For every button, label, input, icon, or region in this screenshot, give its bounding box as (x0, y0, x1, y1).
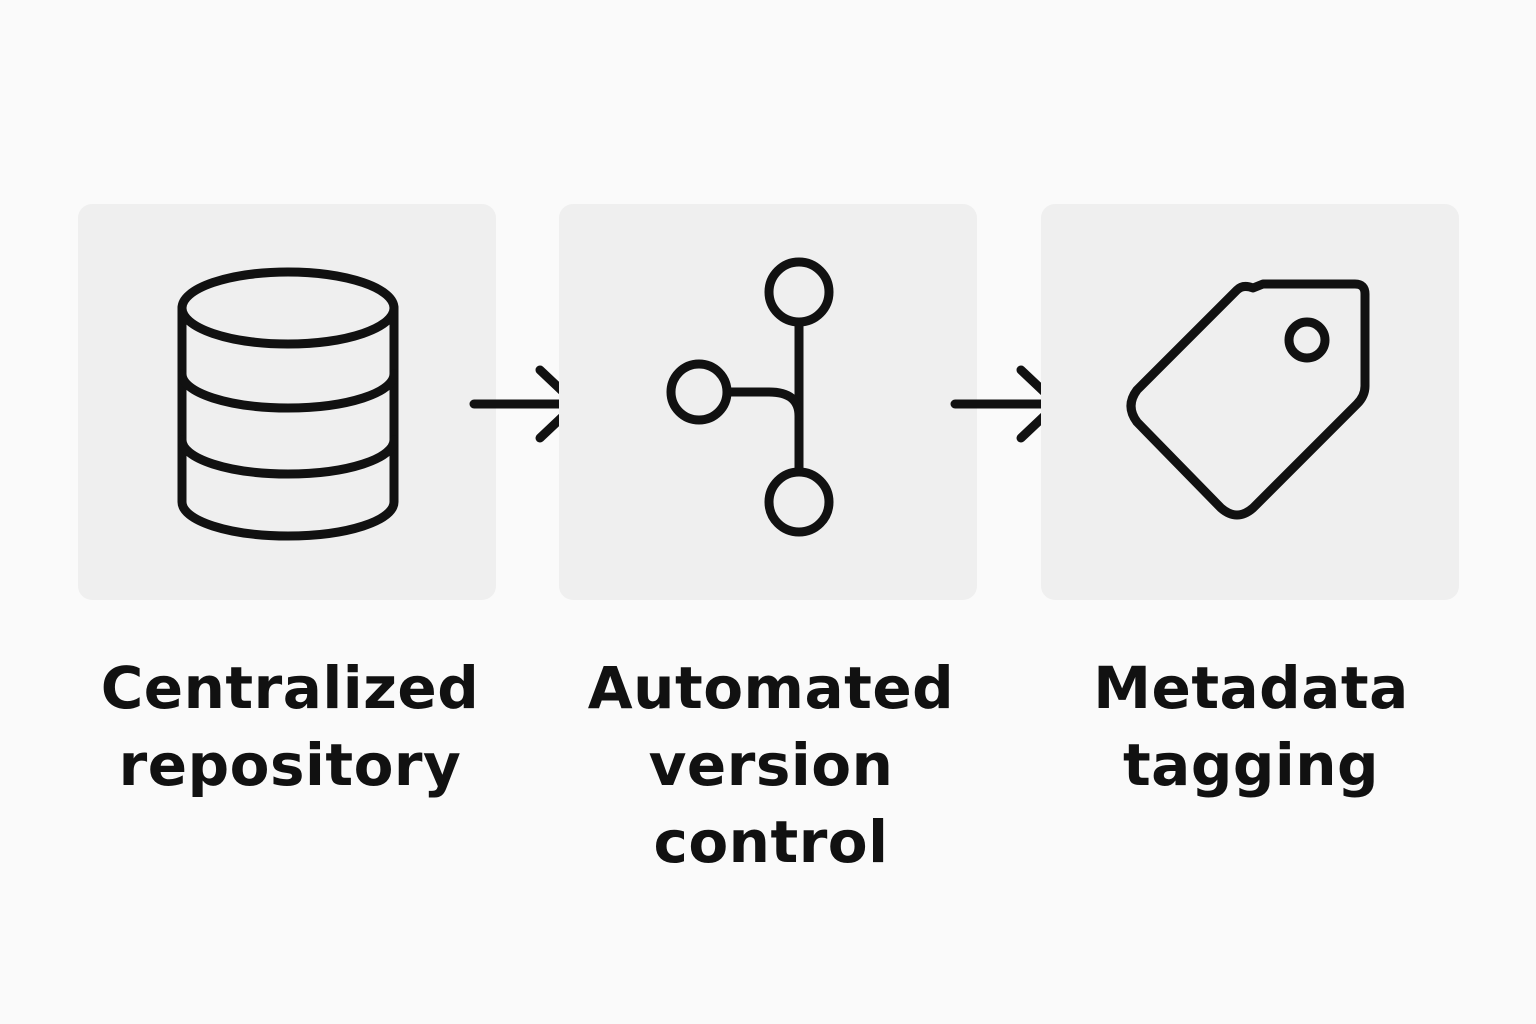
step-card-version-control (559, 204, 977, 600)
database-icon (177, 267, 399, 541)
branch-icon (666, 257, 834, 537)
step-label-metadata: Metadata tagging (1001, 650, 1501, 804)
step-label-line2: repository (118, 731, 462, 799)
step-label-line1: Metadata (1093, 654, 1409, 722)
step-label-line1: Centralized (100, 654, 480, 722)
step-card-repository (78, 204, 496, 600)
step-label-version-control: Automated version control (521, 650, 1021, 881)
step-label-line1: Automated (587, 654, 955, 722)
step-label-line2: tagging (1122, 731, 1380, 799)
tag-icon (1126, 279, 1370, 520)
step-card-metadata (1041, 204, 1459, 600)
step-label-line2: version control (648, 731, 894, 876)
step-label-repository: Centralized repository (40, 650, 540, 804)
